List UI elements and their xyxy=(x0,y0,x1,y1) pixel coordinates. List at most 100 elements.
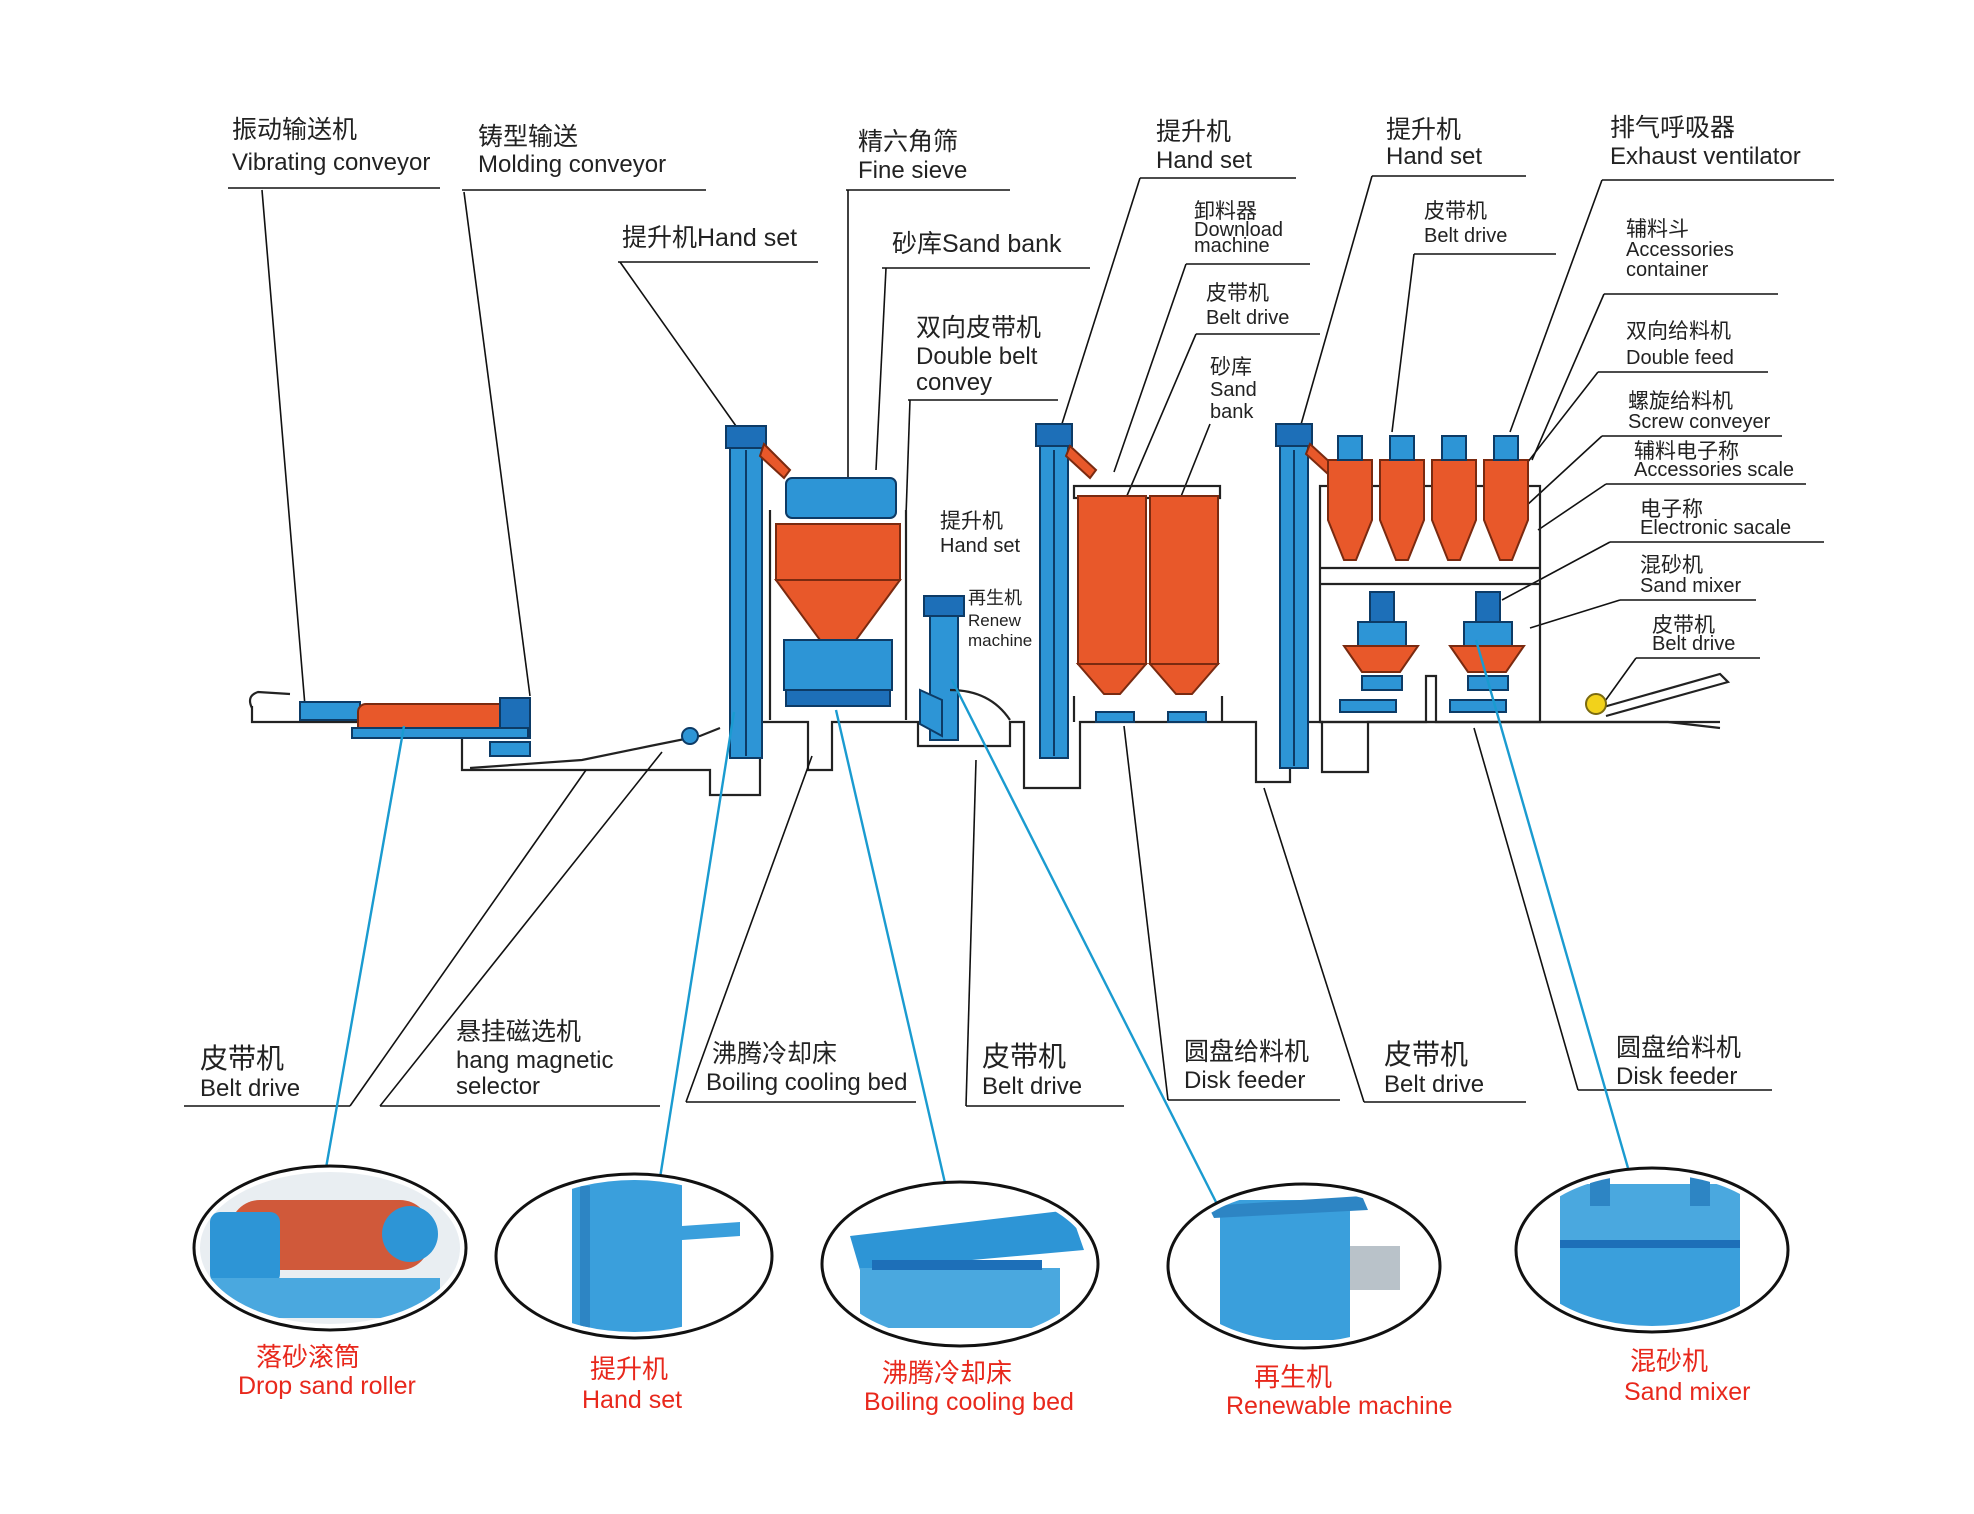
label-cn: 皮带机 xyxy=(982,1041,1066,1072)
label-en: Belt drive xyxy=(1652,633,1735,655)
label-en: Screw conveyer xyxy=(1628,411,1771,433)
photo-caption-en: Boiling cooling bed xyxy=(864,1388,1074,1416)
label-cn: 混砂机 xyxy=(1640,554,1703,577)
magnetic-belt-conveyor xyxy=(469,726,721,770)
photo-caption-en: Drop sand roller xyxy=(238,1372,416,1400)
label-en: Vibrating conveyor xyxy=(232,149,430,176)
production-line-equipment xyxy=(248,423,1731,797)
label-en: Hand set xyxy=(1156,147,1252,174)
label-cn: 圆盘给料机 xyxy=(1616,1034,1741,1062)
label-cn: 皮带机 xyxy=(1384,1039,1468,1070)
label-cn: 砂库 xyxy=(1210,356,1252,379)
label-en: Belt drive xyxy=(1424,225,1507,247)
label-en: Sand xyxy=(1210,379,1257,401)
label-accessories-container: 辅料斗 Accessories container xyxy=(1604,218,1778,295)
label-hand-set-1: 提升机Hand set xyxy=(618,224,818,263)
label-hand-set-4: 提升机 Hand set xyxy=(1372,116,1526,177)
label-cn: 圆盘给料机 xyxy=(1184,1038,1309,1066)
label-vibrating-conveyor: 振动输送机 Vibrating conveyor xyxy=(228,116,440,189)
photo-caption-cn: 再生机 xyxy=(1254,1362,1332,1392)
label-double-feed: 双向给料机 Double feed xyxy=(1598,320,1768,373)
label-boiling-bed: 沸腾冷却床 Boiling cooling bed xyxy=(686,1040,916,1103)
photo-caption-en: Hand set xyxy=(582,1386,682,1414)
label-cn: 辅料斗 xyxy=(1626,218,1689,241)
label-cn: 辅料电子称 xyxy=(1634,440,1739,463)
outlet-belt xyxy=(1585,672,1731,718)
label-en: Hand set xyxy=(940,535,1020,557)
label-electronic-scale: 电子称 Electronic sacale xyxy=(1610,498,1824,543)
sand-silos xyxy=(1072,484,1224,723)
photo-caption-cn: 落砂滚筒 xyxy=(256,1342,360,1372)
accessory-hoppers xyxy=(1327,435,1529,561)
photo-caption-en: Sand mixer xyxy=(1624,1378,1750,1406)
label-belt-drive-b: 皮带机 Belt drive xyxy=(1414,200,1556,255)
label-cn: 悬挂磁选机 xyxy=(456,1018,581,1046)
label-cn: 皮带机 xyxy=(1424,200,1487,223)
label-en: Disk feeder xyxy=(1184,1067,1305,1094)
label-en: Fine sieve xyxy=(858,157,967,184)
photo-renewable-machine: 再生机 Renewable machine xyxy=(1166,1182,1453,1420)
label-en: machine xyxy=(968,631,1032,650)
label-en: Accessories scale xyxy=(1634,459,1794,481)
label-disk-feeder-2: 圆盘给料机 Disk feeder xyxy=(1578,1034,1772,1091)
label-en: hang magnetic xyxy=(456,1047,613,1074)
label-magnetic-selector: 悬挂磁选机 hang magnetic selector xyxy=(380,1018,660,1107)
label-cn: 卸料器 xyxy=(1194,200,1257,223)
photo-caption-cn: 提升机 xyxy=(590,1354,668,1384)
label-en: Belt drive xyxy=(200,1075,300,1102)
top-leader-lines xyxy=(261,175,1637,719)
label-cn: 沸腾冷却床 xyxy=(712,1040,837,1068)
photo-callout-lines xyxy=(324,639,1630,1207)
bucket-elevator-1 xyxy=(725,425,792,759)
label-en: Double feed xyxy=(1626,347,1734,369)
label-en: container xyxy=(1626,259,1709,281)
bucket-elevator-2 xyxy=(1035,423,1098,759)
label-molding-conveyor: 铸型输送 Molding conveyor xyxy=(462,123,706,191)
label-cn: 振动输送机 xyxy=(232,116,357,144)
label-belt-drive-a: 皮带机 Belt drive xyxy=(1196,282,1320,335)
label-en: Molding conveyor xyxy=(478,151,666,178)
sand-mixers xyxy=(1339,591,1526,713)
label-cn: 皮带机 xyxy=(1206,282,1269,305)
label-cn: 皮带机 xyxy=(200,1043,284,1074)
photo-caption-cn: 沸腾冷却床 xyxy=(882,1358,1012,1388)
label-en: machine xyxy=(1194,235,1270,257)
label-cn: 铸型输送 xyxy=(478,123,578,151)
label-sand-bank-2: 砂库 Sand bank xyxy=(1210,356,1257,423)
label-en: Accessories xyxy=(1626,239,1734,261)
label-cn: 电子称 xyxy=(1640,498,1703,521)
photo-boiling-cooling-bed: 沸腾冷却床 Boiling cooling bed xyxy=(820,1180,1100,1416)
label-cn: 提升机 xyxy=(940,510,1003,533)
photo-sand-mixer: 混砂机 Sand mixer xyxy=(1514,1166,1790,1406)
label-disk-feeder-1: 圆盘给料机 Disk feeder xyxy=(1168,1038,1340,1101)
label-double-belt: 双向皮带机 Double belt convey xyxy=(908,314,1058,401)
renew-machine xyxy=(919,595,1011,741)
bucket-elevator-3 xyxy=(1275,423,1336,769)
label-text: 砂库Sand bank xyxy=(892,230,1062,258)
label-cn: 精六角筛 xyxy=(858,128,958,156)
drop-sand-roller xyxy=(248,690,531,739)
label-en: Hand set xyxy=(1386,143,1482,170)
mixing-station xyxy=(1318,435,1542,724)
label-en: bank xyxy=(1210,401,1254,423)
photo-hand-set: 提升机 Hand set xyxy=(494,1172,774,1414)
label-renew-machine: 再生机 Renew machine xyxy=(968,588,1032,650)
label-text: 提升机Hand set xyxy=(622,224,797,252)
label-en: Electronic sacale xyxy=(1640,517,1791,539)
label-en: Disk feeder xyxy=(1616,1063,1737,1090)
label-cn: 螺旋给料机 xyxy=(1628,390,1733,413)
label-en: Download xyxy=(1194,219,1283,241)
label-en: Double belt xyxy=(916,343,1038,370)
label-cn: 提升机 xyxy=(1386,116,1461,144)
photo-drop-sand-roller: 落砂滚筒 Drop sand roller xyxy=(192,1164,468,1400)
label-en: Renew xyxy=(968,611,1022,630)
bottom-leader-lines xyxy=(349,725,1579,1107)
label-exhaust-ventilator: 排气呼吸器 Exhaust ventilator xyxy=(1602,114,1834,181)
label-sand-bank-1: 砂库Sand bank xyxy=(882,230,1090,269)
photo-caption-cn: 混砂机 xyxy=(1630,1346,1708,1376)
label-screw-conveyer: 螺旋给料机 Screw conveyer xyxy=(1602,390,1782,437)
label-sand-mixer-top: 混砂机 Sand mixer xyxy=(1620,554,1756,601)
label-en: selector xyxy=(456,1073,540,1100)
label-belt-drive-3: 皮带机 Belt drive xyxy=(1364,1039,1526,1103)
